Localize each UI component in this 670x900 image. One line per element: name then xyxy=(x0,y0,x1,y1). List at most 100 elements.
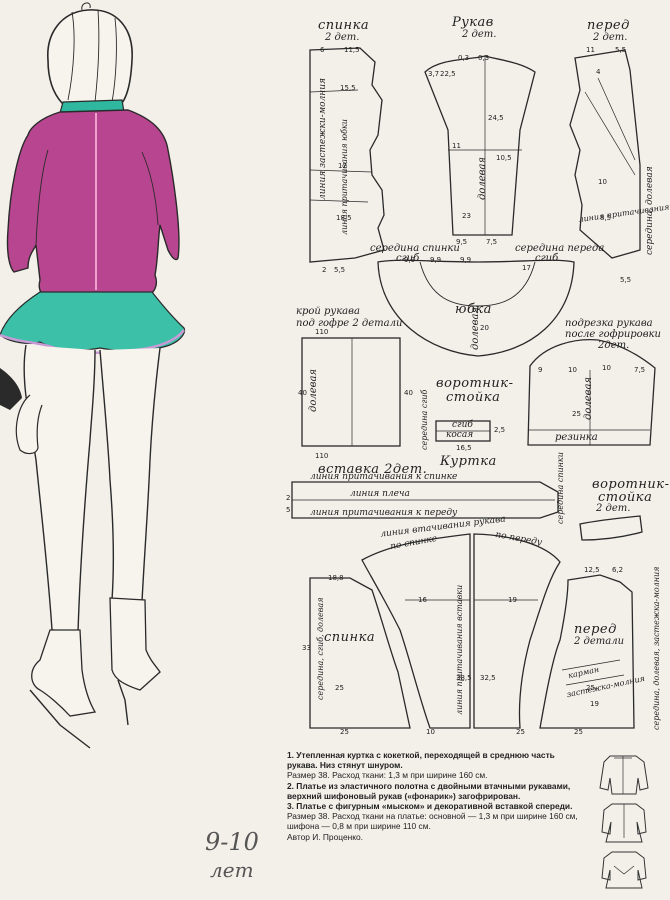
podrezka-rezinka: резинка xyxy=(555,432,598,443)
svg-text:18,5: 18,5 xyxy=(336,214,352,222)
svg-text:2: 2 xyxy=(286,494,290,502)
svg-text:6,2: 6,2 xyxy=(612,566,623,574)
svg-text:5,5: 5,5 xyxy=(615,46,626,54)
seredina-spinki-fold: сгиб xyxy=(396,253,420,264)
vorotnik-kosaya: косая xyxy=(446,430,474,440)
legs xyxy=(23,344,96,633)
boot-right xyxy=(109,597,161,691)
rukav-title: Рукав xyxy=(452,15,494,30)
vstavka-l3: линия притачивания к переду xyxy=(310,508,458,518)
hair xyxy=(47,9,133,104)
svg-text:9,9: 9,9 xyxy=(430,256,441,264)
pattern-rukav xyxy=(424,55,536,236)
svg-text:9,9: 9,9 xyxy=(460,256,471,264)
svg-text:16: 16 xyxy=(418,596,427,604)
svg-text:17: 17 xyxy=(522,264,531,272)
svg-text:19: 19 xyxy=(508,596,517,604)
svg-text:4: 4 xyxy=(596,68,601,76)
pattern-rukav2-back xyxy=(361,533,471,729)
pattern-spinka2 xyxy=(309,577,411,729)
svg-text:0,3: 0,3 xyxy=(478,54,489,62)
caption-author: Автор И. Проценко. xyxy=(287,831,363,842)
svg-text:25: 25 xyxy=(572,410,581,418)
caption-p2: 2. Платье из эластичного полотна с двойн… xyxy=(287,780,571,801)
svg-text:0,3: 0,3 xyxy=(458,54,469,62)
vorotnik2-title2: стойка xyxy=(598,490,653,505)
svg-text:16,5: 16,5 xyxy=(456,444,472,452)
svg-text:25: 25 xyxy=(586,684,595,692)
svg-text:8,5: 8,5 xyxy=(600,214,611,222)
svg-text:9,5: 9,5 xyxy=(456,238,467,246)
svg-text:25: 25 xyxy=(340,728,349,736)
svg-text:6: 6 xyxy=(320,46,325,54)
caption-p3: 3. Платье с фигурным «мыском» и декорати… xyxy=(287,801,573,812)
pattern-rukav2-front xyxy=(473,533,561,729)
vstavka-l2: линия плеча xyxy=(350,489,410,499)
svg-text:10: 10 xyxy=(598,178,607,186)
vstavka-title: вставка 2дет. xyxy=(318,462,428,477)
podrezka-title2: после гофрировки xyxy=(565,329,661,340)
vorotnik-fold: сгиб xyxy=(452,420,473,430)
vstavka-l1: линия притачивания к спинке xyxy=(310,472,458,482)
svg-text:33: 33 xyxy=(302,644,311,652)
spinka2-title: спинка xyxy=(324,630,376,645)
pattern-pered xyxy=(569,49,641,259)
pattern-vorotnik2 xyxy=(579,515,643,541)
pered2-title: перед xyxy=(574,622,617,637)
svg-text:110: 110 xyxy=(315,452,328,460)
pattern-yubka xyxy=(377,259,575,357)
age-range: 9-10 xyxy=(205,828,259,856)
svg-text:20: 20 xyxy=(480,324,489,332)
spinka-count: 2 дет. xyxy=(325,32,360,43)
svg-text:12: 12 xyxy=(338,162,347,170)
svg-text:38,5: 38,5 xyxy=(456,674,472,682)
thumbnail-sketches xyxy=(599,755,649,889)
rukav-count: 2 дет. xyxy=(462,29,497,40)
svg-text:10: 10 xyxy=(426,728,435,736)
svg-text:22,5: 22,5 xyxy=(440,70,456,78)
svg-text:10: 10 xyxy=(602,364,611,372)
caption-p1b: Размер 38. Расход ткани: 1,3 м при ширин… xyxy=(287,770,488,781)
svg-text:24,5: 24,5 xyxy=(488,114,504,122)
vorotnik2-title1: воротник- xyxy=(592,477,670,492)
pattern-podrezka xyxy=(527,339,656,446)
pered-count: 2 дет. xyxy=(593,32,628,43)
svg-text:7,5: 7,5 xyxy=(486,238,497,246)
svg-text:25: 25 xyxy=(574,728,583,736)
podrezka-count: 2дет. xyxy=(598,340,630,351)
figure-illustration xyxy=(0,2,186,749)
svg-text:11,5: 11,5 xyxy=(344,46,360,54)
podrezka-title1: подрезка рукава xyxy=(565,318,653,329)
kurtka-title: Куртка xyxy=(440,454,497,469)
jacket xyxy=(6,109,180,297)
krojrukava-title1: крой рукава xyxy=(296,306,360,317)
svg-text:5,5: 5,5 xyxy=(620,276,631,284)
pered-title: перед xyxy=(587,18,630,33)
pattern-drawing xyxy=(291,47,656,729)
thumb-1 xyxy=(599,755,649,795)
svg-text:25: 25 xyxy=(335,684,344,692)
svg-text:40: 40 xyxy=(298,389,307,397)
svg-text:32,5: 32,5 xyxy=(480,674,496,682)
boot-left xyxy=(31,629,97,717)
svg-text:25: 25 xyxy=(516,728,525,736)
svg-text:110: 110 xyxy=(315,328,328,336)
caption-p1: 1. Утепленная куртка с кокеткой, переход… xyxy=(287,750,555,771)
yubka-title: юбка xyxy=(455,302,492,317)
svg-text:11: 11 xyxy=(586,46,595,54)
svg-text:10: 10 xyxy=(568,366,577,374)
svg-text:40: 40 xyxy=(404,389,413,397)
svg-text:15,5: 15,5 xyxy=(340,84,356,92)
krojrukava-title2: под гофре 2 детали xyxy=(296,318,403,329)
pattern-spinka xyxy=(309,47,385,263)
svg-text:5: 5 xyxy=(286,506,290,514)
svg-text:10,5: 10,5 xyxy=(496,154,512,162)
vorotnik2-count: 2 дет. xyxy=(596,503,631,514)
pattern-kroj-rukava xyxy=(301,337,401,447)
pattern-vstavka xyxy=(291,481,559,519)
svg-text:2,5: 2,5 xyxy=(494,426,505,434)
vorotnik-title2: стойка xyxy=(446,390,501,405)
svg-text:23: 23 xyxy=(462,212,471,220)
svg-text:18,8: 18,8 xyxy=(328,574,344,582)
